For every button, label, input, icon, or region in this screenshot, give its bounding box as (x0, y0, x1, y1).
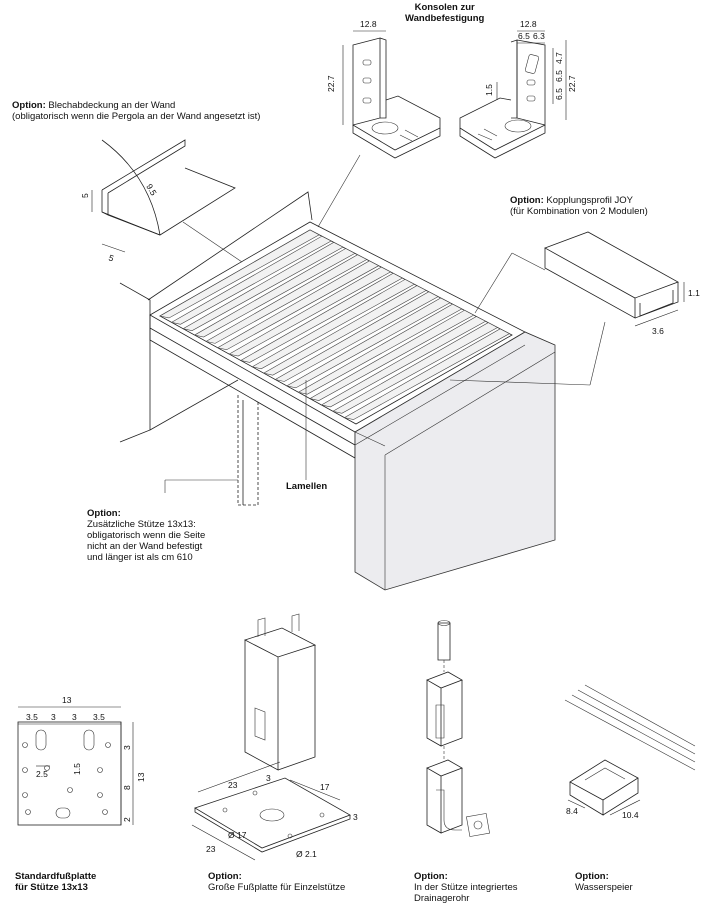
sheet-cover-profile (91, 139, 236, 253)
gross-small-dim: Ø 2.1 (296, 849, 317, 859)
blech-option-title: Option: (12, 100, 46, 111)
lamella-slat (170, 235, 332, 325)
drain-pipe (426, 620, 490, 837)
plate-r1-dim: 3 (122, 745, 132, 750)
pergola-main-structure (119, 191, 556, 591)
lamella-slat (216, 260, 380, 351)
lamella-slat (274, 291, 439, 382)
large-plate-label: Option: Große Fußplatte für Einzelstütze (208, 871, 345, 893)
drain-line-1: In der Stütze integriertes (414, 882, 518, 893)
wasser-label: Option: Wasserspeier (575, 871, 633, 893)
joy-width-dim: 3.6 (652, 326, 664, 336)
bracket-right-b-dim: 6.3 (533, 31, 545, 41)
stuetze-line-4: und länger ist als cm 610 (87, 552, 193, 563)
gross-e-dim: 23 (206, 844, 216, 854)
lamella-slat (228, 266, 392, 357)
gross-c-dim: 17 (320, 782, 330, 792)
lamellen-slats (159, 229, 511, 420)
wasser-b-dim: 10.4 (622, 810, 639, 820)
bracket-left-width-dim: 12.8 (360, 19, 377, 29)
lamella-slat (182, 242, 344, 331)
plate-c-dim: 3 (72, 712, 77, 722)
bracket-right-width-dim: 12.8 (520, 19, 537, 29)
bracket-right-e-dim: 6.5 (554, 88, 564, 100)
konsolen-label: Konsolen zur Wandbefestigung (405, 2, 484, 24)
plate-total-dim: 13 (62, 695, 72, 705)
lamella-slat (343, 328, 511, 420)
standard-foot-plate (17, 706, 134, 826)
konsolen-line-2: Wandbefestigung (405, 13, 485, 24)
standard-plate-label: Standardfußplatte für Stütze 13x13 (15, 871, 96, 893)
drain-label: Option: In der Stütze integriertes Drain… (414, 871, 518, 904)
lamella-slat (251, 279, 415, 370)
plate-r2-dim: 8 (122, 785, 132, 790)
blech-option-sub: (obligatorisch wenn die Pergola an der W… (12, 111, 261, 122)
gross-d-dim: 3 (353, 812, 358, 822)
stuetze-option-title: Option: (87, 508, 121, 519)
lamella-slat (285, 297, 451, 389)
konsolen-line-1: Konsolen zur (414, 2, 475, 13)
lamellen-label: Lamellen (286, 481, 328, 492)
plate-rt-dim: 13 (136, 772, 146, 782)
stuetze-line-3: nicht an der Wand befestigt (87, 541, 203, 552)
plate-d-dim: 3.5 (93, 712, 105, 722)
lamella-slat (193, 248, 356, 338)
large-foot-plate (191, 613, 351, 861)
lamella-slat (297, 303, 463, 395)
joy-coupling-profile (544, 231, 685, 327)
blech-radius-dim: 9.5 (144, 182, 159, 197)
joy-option-sub: (für Kombination von 2 Modulen) (510, 206, 648, 217)
gross-b-dim: 3 (266, 773, 271, 783)
joy-height-dim: 1.1 (688, 288, 700, 298)
lamella-slat (332, 322, 499, 414)
gross-hole-dim: Ø 17 (228, 830, 247, 840)
leader-lines (164, 154, 606, 493)
wasser-a-dim: 8.4 (566, 806, 578, 816)
bracket-left-height-dim: 22.7 (326, 75, 336, 92)
blech-label: Option: Blechabdeckung an der Wand (obli… (12, 100, 260, 122)
lamella-slat (205, 254, 368, 344)
joy-option-title: Option: (510, 195, 544, 206)
stuetze-line-2: obligatorisch wenn die Seite (87, 530, 206, 541)
lamella-slat (239, 272, 404, 363)
lamella-slat (159, 229, 320, 319)
joy-label: Option: Kopplungsprofil JOY (für Kombina… (510, 195, 648, 217)
wall-bracket-left (342, 30, 441, 159)
blech-width-dim: 5 (107, 252, 115, 263)
large-plate-title: Option: (208, 871, 242, 882)
standard-plate-line-1: Standardfußplatte (15, 871, 97, 882)
plate-r3-dim: 2 (122, 817, 132, 822)
stuetze-line-1: Zusätzliche Stütze 13x13: (87, 519, 196, 530)
plate-b-dim: 3 (51, 712, 56, 722)
blech-option-text: Blechabdeckung an der Wand (45, 100, 176, 111)
large-plate-text: Große Fußplatte für Einzelstütze (208, 882, 346, 893)
water-spout (564, 684, 696, 816)
lamella-slat (320, 316, 487, 408)
stuetze-label: Option: Zusätzliche Stütze 13x13: obliga… (87, 508, 205, 563)
bracket-right-d-dim: 4.7 (554, 52, 564, 64)
lamella-slat (262, 285, 427, 376)
wall-bracket-right (459, 30, 567, 159)
drain-line-2: Drainagerohr (414, 893, 470, 904)
plate-slot-height-dim: 1.5 (72, 763, 82, 775)
plate-slot-width-dim: 2.5 (36, 769, 48, 779)
bracket-right-a-dim: 6.5 (518, 31, 530, 41)
lamella-slat (309, 309, 475, 401)
bracket-right-height-dim: 22.7 (567, 75, 577, 92)
drain-title: Option: (414, 871, 448, 882)
plate-a-dim: 3.5 (26, 712, 38, 722)
bracket-right-f-dim: 1.5 (484, 84, 494, 96)
standard-plate-line-2: für Stütze 13x13 (15, 882, 88, 893)
wasser-title: Option: (575, 871, 609, 882)
blech-height-dim: 5 (80, 193, 90, 198)
wasser-text: Wasserspeier (575, 882, 633, 893)
joy-option-text: Kopplungsprofil JOY (543, 195, 634, 206)
bracket-right-c-dim: 6.5 (554, 70, 564, 82)
gross-a-dim: 23 (228, 780, 238, 790)
